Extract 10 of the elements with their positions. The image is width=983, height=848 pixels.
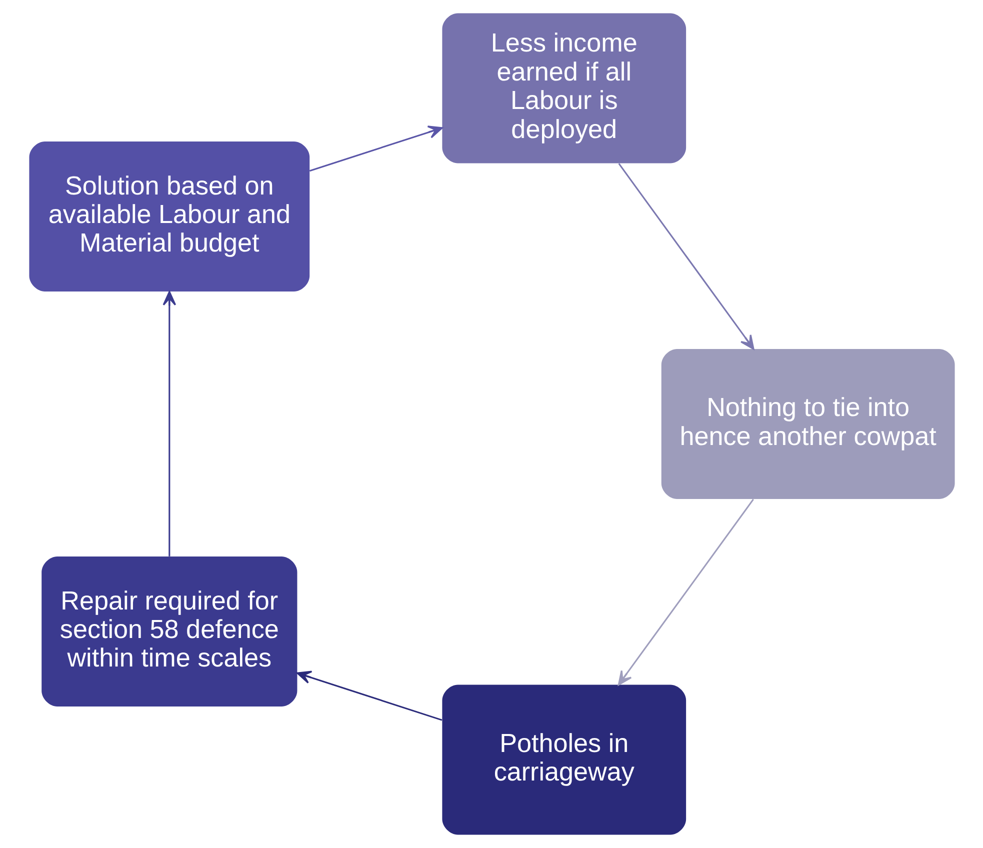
node-box: Potholes in carriageway xyxy=(442,684,686,835)
node-box: Less income earned if all Labour is deployed xyxy=(442,13,686,164)
arrow xyxy=(162,291,176,556)
arrow xyxy=(296,670,442,721)
node-box: Repair required for section 58 defence within time scales xyxy=(41,556,297,706)
node-box: Nothing to tie into hence another cowpat xyxy=(660,349,954,499)
arrow xyxy=(617,498,754,686)
arrow xyxy=(308,126,442,172)
node-box: Solution based on available Labour and Material budget xyxy=(28,142,310,292)
arrow xyxy=(618,163,754,350)
